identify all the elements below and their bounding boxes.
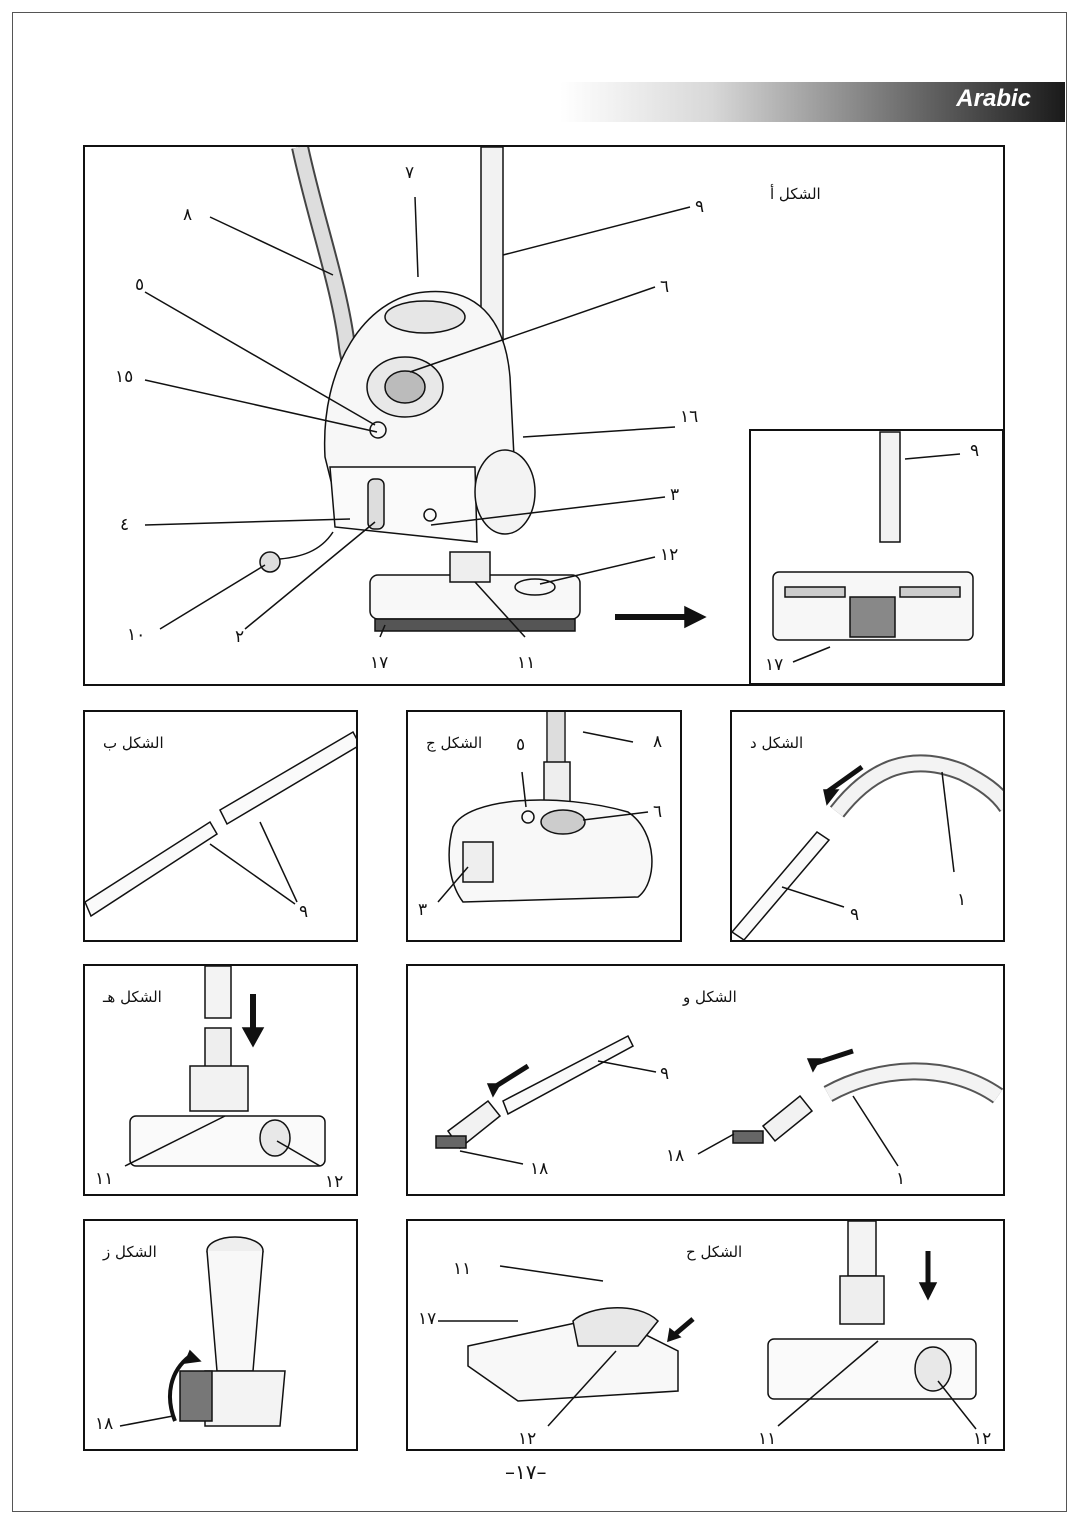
page-border <box>12 12 1067 1512</box>
callout-label: ٩ <box>695 197 705 217</box>
callout-label: ٦ <box>660 277 670 297</box>
figure-a-panel: الشكل أ ٧ ٨ ٩ ٥ ٦ ١٥ ١٦ ٣ ٤ ١٢ ١٠ ٢ ١٧ ١… <box>83 145 1005 686</box>
page-number: –١٧– <box>505 1460 547 1484</box>
callout-label: ١٧ <box>765 655 784 675</box>
callout-label: ٥ <box>516 735 526 755</box>
callout-label: ١٧ <box>370 653 389 673</box>
hose-attachment-illustration <box>437 712 653 903</box>
figure-h-panel: الشكل ح ١١ ١٧ ١٢ ١١ ١٢ <box>406 1219 1005 1451</box>
callout-label: ١٨ <box>666 1146 685 1166</box>
callout-label: ١٢ <box>973 1429 992 1449</box>
callout-label: ١١ <box>517 653 536 673</box>
language-banner: Arabic <box>560 82 1065 122</box>
callout-label: ٩ <box>970 441 980 461</box>
floor-brush-switch-illustration <box>438 1221 977 1430</box>
callout-label: ٩ <box>299 902 309 922</box>
callout-label: ١٧ <box>418 1309 437 1329</box>
callout-label: ٤ <box>120 515 130 535</box>
callout-label: ١٢ <box>325 1172 344 1192</box>
figure-g-panel: الشكل ز ١٨ <box>83 1219 358 1451</box>
callout-label: ٣ <box>670 485 680 505</box>
language-label: Arabic <box>956 85 1031 112</box>
callout-label: ١ <box>896 1169 906 1189</box>
callout-label: ١٥ <box>115 367 134 387</box>
figure-c-title: الشكل ج <box>426 734 483 752</box>
hose-to-wand-illustration <box>732 754 1003 940</box>
callout-label: ٧ <box>405 163 415 183</box>
figure-d-title: الشكل د <box>750 734 804 752</box>
callout-label: ٩ <box>850 905 860 925</box>
vacuum-cleaner-illustration <box>144 147 1003 684</box>
brush-tool-illustration <box>119 1236 286 1427</box>
callout-label: ٥ <box>135 275 145 295</box>
callout-label: ٣ <box>418 900 428 920</box>
figure-b-title: الشكل ب <box>103 734 164 752</box>
callout-label: ٢ <box>235 627 245 647</box>
figure-e-panel: الشكل هـ ١١ ١٢ <box>83 964 358 1196</box>
callout-label: ١٢ <box>518 1429 537 1449</box>
callout-label: ١٢ <box>660 545 679 565</box>
figure-f-title: الشكل و <box>683 988 737 1006</box>
callout-label: ١٦ <box>680 407 699 427</box>
figure-g-title: الشكل ز <box>103 1243 157 1261</box>
crevice-tool-illustration <box>435 1034 1003 1167</box>
callout-label: ١ <box>957 890 967 910</box>
figure-a-title: الشكل أ <box>770 185 821 203</box>
callout-label: ١١ <box>758 1429 777 1449</box>
callout-label: ١٠ <box>127 625 146 645</box>
callout-label: ١٨ <box>530 1159 549 1179</box>
callout-label: ١١ <box>453 1259 472 1279</box>
callout-label: ٩ <box>660 1064 670 1084</box>
figure-d-panel: الشكل د ١ ٩ <box>730 710 1005 942</box>
callout-label: ١١ <box>95 1169 114 1189</box>
figure-b-panel: الشكل ب ٩ <box>83 710 358 942</box>
callout-label: ٨ <box>653 732 663 752</box>
figure-f-panel: الشكل و ٩ ١٨ ١٨ ١ <box>406 964 1005 1196</box>
figure-e-title: الشكل هـ <box>103 988 162 1006</box>
floor-nozzle-attachment-illustration <box>124 966 326 1167</box>
figure-c-panel: الشكل ج ٥ ٨ ٦ ٣ <box>406 710 682 942</box>
callout-label: ١٨ <box>95 1414 114 1434</box>
callout-label: ٦ <box>653 802 663 822</box>
wand-tubes-illustration <box>85 730 356 918</box>
callout-label: ٨ <box>183 205 193 225</box>
figure-h-title: الشكل ح <box>686 1243 743 1261</box>
